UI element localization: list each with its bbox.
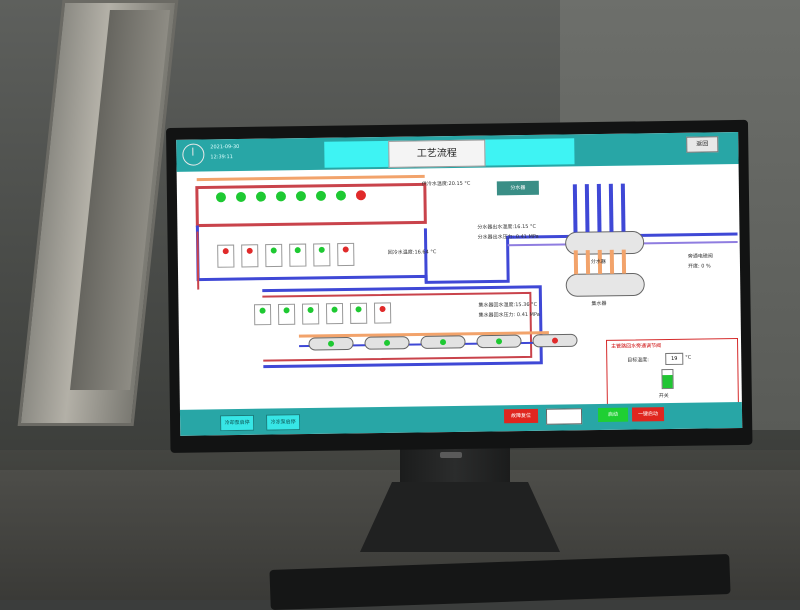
return-temp-text: 回冷水温度:16.64 °C: [387, 249, 437, 256]
reset-button[interactable]: 故障复位: [503, 408, 539, 424]
fan-row: [215, 190, 366, 203]
chilled-pump-button[interactable]: 冷冻泵启停: [266, 414, 301, 431]
manifold-top: [572, 183, 626, 233]
return-button[interactable]: 返回: [686, 136, 719, 153]
pump-row-1: [217, 242, 355, 268]
valve-label: 旁通电磁阀: [687, 253, 713, 260]
start-button[interactable]: 启动: [597, 407, 629, 422]
separator-out-temp: 分水器出水温度:16.15 °C: [477, 223, 537, 231]
pump-row-2: [253, 302, 392, 326]
pipe-bottom-blue: [262, 285, 543, 369]
pipe-top-orange: [196, 174, 425, 182]
separator-button[interactable]: 分水器: [496, 180, 539, 196]
header-time: 12:39:11: [210, 154, 233, 161]
chiller-row: [308, 333, 578, 351]
supply-temp-text: 供冷水温度:20.15 °C: [421, 180, 471, 188]
info-button[interactable]: [545, 408, 583, 425]
valve-gauge: [661, 368, 674, 390]
pipe-left-red: [196, 231, 200, 290]
monitor-screen: 2021-09-30 12:39:11 工艺流程 返回: [176, 132, 743, 436]
control-title: 主管路回水旁通调节阀: [611, 343, 662, 350]
one-click-start-button[interactable]: 一键启动: [631, 407, 665, 422]
collector-return-pressure: 集水器回水压力: 0.41 MPa: [478, 311, 540, 319]
header-date: 2021-09-30: [210, 143, 240, 151]
monitor-logo: [440, 452, 462, 458]
monitor-bezel: 2021-09-30 12:39:11 工艺流程 返回: [166, 119, 753, 453]
pipe-top-loop-red: [195, 182, 427, 228]
control-unit: °C: [685, 354, 692, 361]
valve-opening: 开度: 0 %: [687, 263, 711, 270]
process-diagram: [195, 174, 738, 369]
manifold-bottom: [573, 249, 627, 275]
collector-tank: [565, 272, 645, 297]
separator-tank: [565, 230, 645, 255]
clock-hand: [192, 147, 194, 156]
cooling-pump-button[interactable]: 冷却泵启停: [220, 414, 255, 432]
collector-return-temp: 集水器回水温度:15.36 °C: [478, 301, 538, 309]
separator-label: 分水器: [590, 258, 606, 266]
separator-out-pressure: 分水器出水压力: 0.41 MPa: [477, 233, 539, 241]
valve-gauge-fill: [662, 374, 673, 389]
target-temp-input[interactable]: 19: [665, 352, 684, 366]
pipe-bottom-red: [262, 291, 533, 362]
monitor-stand: [360, 482, 560, 552]
bypass-control-panel: 主管路回水旁通调节阀 目标温度: 19 °C 开关: [606, 338, 739, 406]
open-label: 开关: [658, 393, 669, 400]
pipe-chiller-orange: [298, 331, 549, 338]
control-label: 目标温度:: [627, 357, 650, 364]
collector-label: 集水器: [591, 300, 607, 308]
page-title: 工艺流程: [388, 139, 486, 168]
